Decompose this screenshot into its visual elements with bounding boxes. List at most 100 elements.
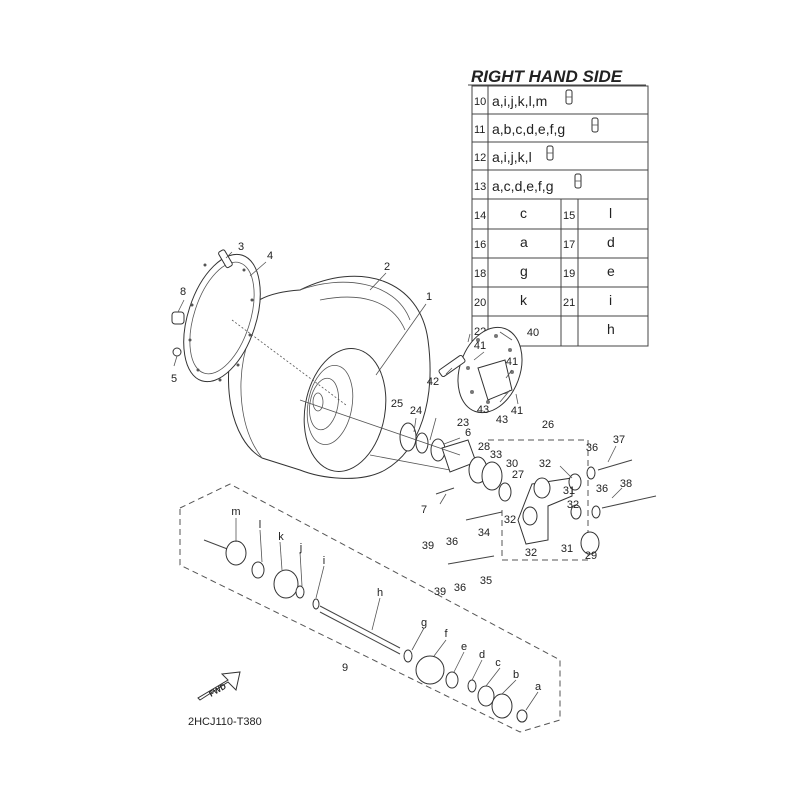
table-row-code: c — [520, 205, 527, 221]
callout-label: 36 — [596, 483, 608, 495]
callout-label: 37 — [613, 434, 625, 446]
steering-knuckle — [517, 477, 573, 545]
table-row-code: d — [607, 234, 615, 250]
callout-label: 32 — [539, 458, 551, 470]
table-row-number: 11 — [474, 124, 485, 136]
table-row-number: 14 — [474, 210, 486, 222]
callout-label: 30 — [506, 458, 518, 470]
table-row-code: h — [607, 321, 615, 337]
callout-label: 40 — [527, 327, 539, 339]
callout-label: f — [444, 628, 448, 640]
table-row-code: i — [609, 292, 612, 308]
callout-label: 36 — [454, 582, 466, 594]
valve-icon — [574, 173, 582, 189]
callout-label: 4 — [267, 250, 273, 262]
callout-label: 24 — [410, 405, 422, 417]
table-row-number: 15 — [563, 210, 575, 222]
table-row: 18 g 19 e — [474, 263, 615, 280]
table-row-number: 18 — [474, 268, 486, 280]
callout-label: 42 — [427, 376, 439, 388]
callout-label: 29 — [585, 550, 597, 562]
table-row: 14 c 15 l — [474, 205, 612, 222]
table-row: 20 k 21 i — [474, 292, 612, 309]
callout-label: 2 — [384, 261, 390, 273]
callout-label: 35 — [480, 575, 492, 587]
table-row-number: 17 — [563, 239, 575, 251]
callout-label: 31 — [561, 543, 573, 555]
leader-lines — [173, 251, 623, 711]
drive-shaft-box — [179, 483, 561, 733]
callout-label: 23 — [457, 417, 469, 429]
callout-label: 43 — [496, 414, 508, 426]
callout-label: j — [299, 542, 302, 554]
callout-label: 25 — [391, 398, 403, 410]
guard-plate — [438, 354, 466, 378]
table-row-number: 13 — [474, 181, 486, 193]
nut — [171, 311, 185, 325]
table-row-number: 19 — [563, 268, 575, 280]
table-row-code: l — [609, 205, 612, 221]
valve-icon — [546, 145, 554, 161]
kit-table: 10 a,i,j,k,l,m 11 a,b,c,d,e,f,g 12 a,i,j… — [471, 85, 649, 347]
bushing — [568, 466, 601, 555]
callout-label: e — [461, 641, 467, 653]
callout-label: 7 — [421, 504, 427, 516]
table-row-code: a — [520, 234, 528, 250]
callout-label: 8 — [180, 286, 186, 298]
table-row-number: 20 — [474, 297, 486, 309]
callout-label: l — [259, 519, 261, 531]
table-row: 10 a,i,j,k,l,m — [474, 89, 573, 109]
callout-label: 34 — [478, 527, 490, 539]
table-row-number: 12 — [474, 152, 486, 164]
callout-label: 36 — [446, 536, 458, 548]
table-row-codes: a,c,d,e,f,g — [492, 178, 553, 194]
callout-label: d — [479, 649, 485, 661]
callout-label: 3 — [238, 241, 244, 253]
table-row: 16 a 17 d — [474, 234, 615, 251]
callout-label: 32 — [504, 514, 516, 526]
diagram-title: RIGHT HAND SIDE — [471, 67, 623, 86]
callout-label: 27 — [512, 469, 524, 481]
knuckle-box — [488, 439, 589, 561]
callout-label: k — [278, 531, 284, 543]
callout-label: h — [377, 587, 383, 599]
fwd-arrow-icon: FWD — [197, 671, 241, 701]
callout-label: 33 — [490, 449, 502, 461]
table-row-codes: a,i,j,k,l — [492, 149, 532, 165]
valve-icon — [565, 89, 573, 105]
callout-label: c — [495, 657, 501, 669]
callout-label: 39 — [434, 586, 446, 598]
table-row-codes: a,i,j,k,l,m — [492, 93, 547, 109]
wheel-rim — [303, 348, 387, 472]
table-row-number: 21 — [563, 297, 575, 309]
callout-label: 9 — [342, 662, 348, 674]
bolt — [172, 347, 182, 357]
beadlock-ring — [183, 253, 261, 383]
table-row-code: k — [520, 292, 528, 308]
callout-label: 39 — [422, 540, 434, 552]
valve-icon — [591, 117, 599, 133]
callout-label: 41 — [506, 356, 518, 368]
callout-label: 1 — [426, 291, 432, 303]
table-row: 11 a,b,c,d,e,f,g — [474, 117, 599, 137]
callout-label: 6 — [465, 427, 471, 439]
callout-label: 43 — [477, 404, 489, 416]
diagram-code: 2HCJ110-T380 — [188, 716, 262, 728]
callout-label: 5 — [171, 373, 177, 385]
callout-label: i — [323, 555, 325, 567]
brake-caliper-bracket — [477, 359, 513, 401]
table-row-number: 16 — [474, 239, 486, 251]
valve — [218, 249, 233, 269]
callout-label: m — [231, 506, 240, 518]
callout-label: 32 — [567, 499, 579, 511]
table-row-codes: a,b,c,d,e,f,g — [492, 121, 565, 137]
callout-label: a — [535, 681, 542, 693]
callout-label: 38 — [620, 478, 632, 490]
table-row: 13 a,c,d,e,f,g — [474, 173, 582, 194]
callout-label: 28 — [478, 441, 490, 453]
callout-label: 36 — [586, 442, 598, 454]
callouts: 1 2 3 4 8 5 25 24 23 6 7 28 33 30 27 26 … — [171, 241, 632, 693]
callout-label: 41 — [511, 405, 523, 417]
callout-label: 32 — [525, 547, 537, 559]
